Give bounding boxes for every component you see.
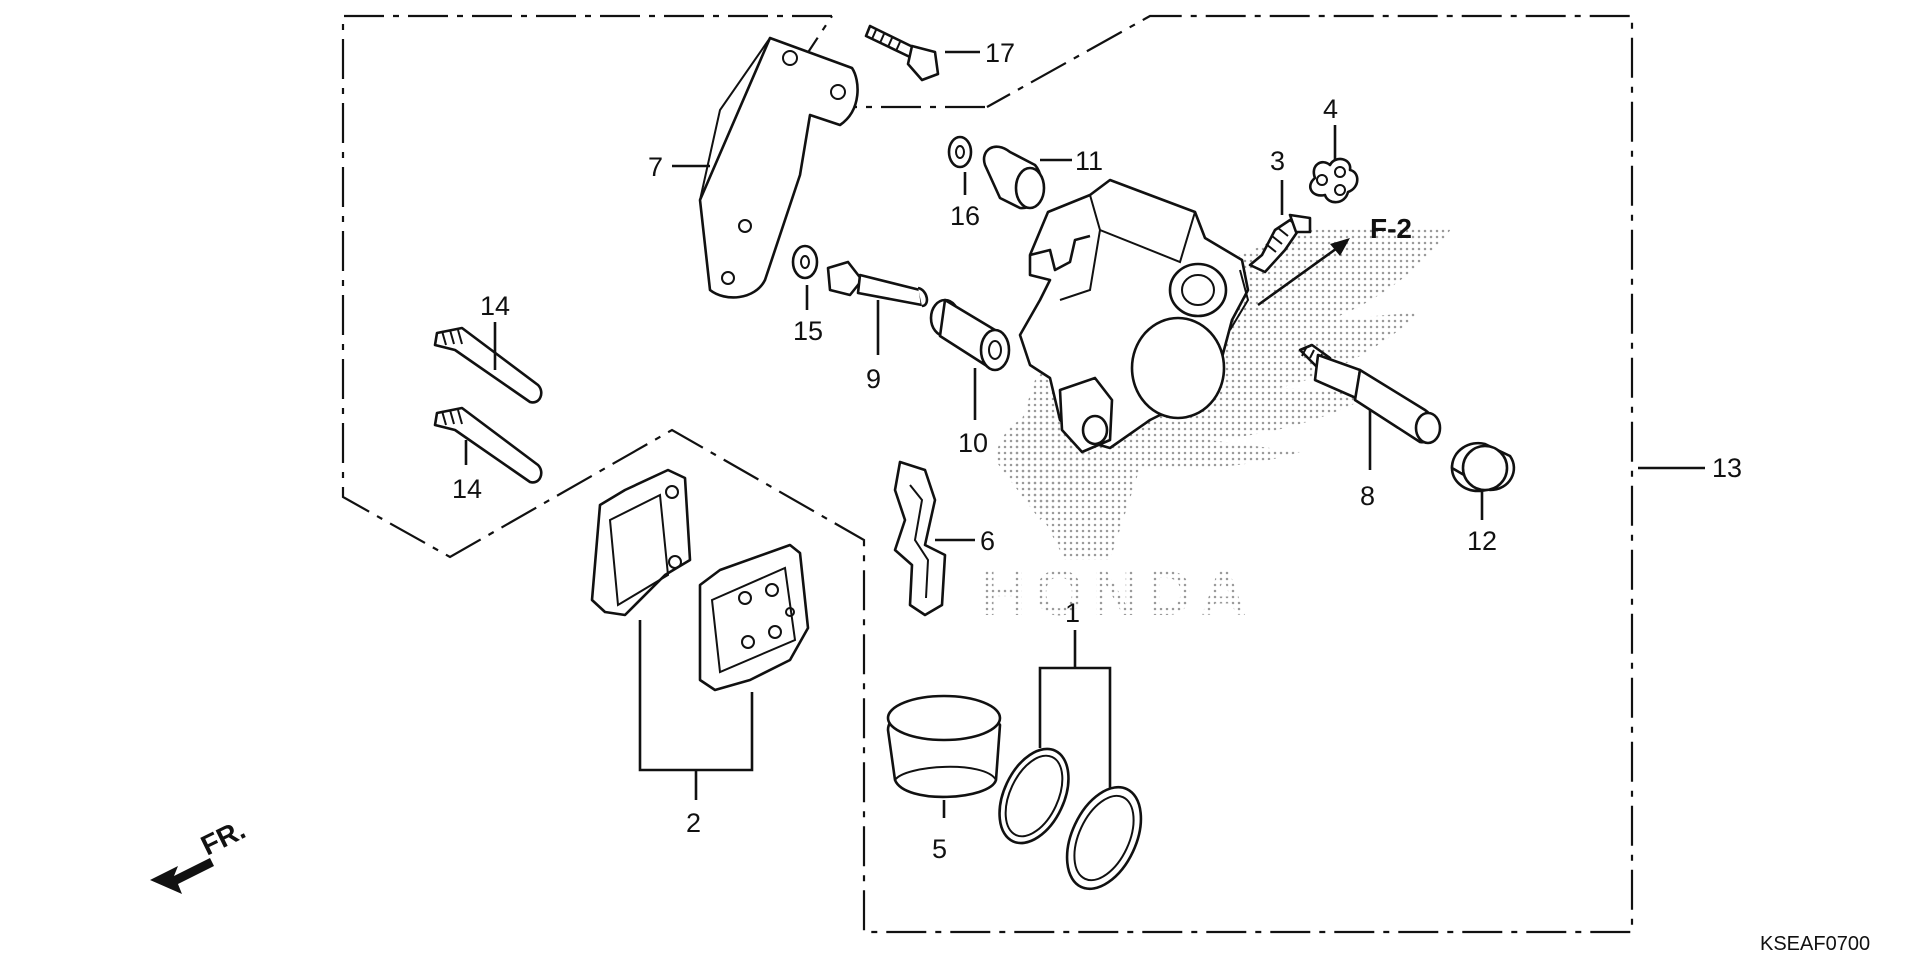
callout-13: 13 (1712, 453, 1742, 483)
reference-f2-label: F-2 (1370, 213, 1412, 244)
callout-2: 2 (686, 808, 701, 838)
callout-16: 16 (950, 201, 980, 231)
diagram-code: KSEAF0700 (1760, 933, 1870, 955)
reference-f2: F-2 (1257, 213, 1412, 307)
caliper-body (1018, 178, 1250, 454)
part-16-washer: 16 (947, 135, 980, 231)
callout-4: 4 (1323, 94, 1338, 124)
part-7-caliper-bracket: 7 (648, 36, 859, 299)
callout-7: 7 (648, 152, 663, 182)
part-11-boot: 11 (982, 145, 1103, 210)
part-6-pad-spring: 6 (893, 460, 995, 617)
part-14-pad-pin-lower: 14 (433, 406, 543, 504)
part-8-caliper-pin: 8 (1298, 343, 1442, 511)
callout-14-lower: 14 (452, 474, 482, 504)
part-9-slide-pin: 9 (826, 260, 929, 394)
callout-8: 8 (1360, 481, 1375, 511)
honda-logo-text: HONDA (980, 557, 1255, 629)
callout-11: 11 (1075, 146, 1103, 176)
front-arrow-icon (150, 858, 214, 894)
callout-9: 9 (866, 364, 881, 394)
part-4-bleeder-cap: 4 (1309, 94, 1359, 204)
part-1-piston-seals: 1 (998, 598, 1143, 891)
callout-5: 5 (932, 834, 947, 864)
part-3-bleeder: 3 (1248, 146, 1312, 274)
callout-3: 3 (1270, 146, 1285, 176)
callout-6: 6 (980, 526, 995, 556)
part-13-caliper-assembly: 13 (1638, 453, 1742, 483)
front-direction-marker: FR. (150, 814, 250, 894)
part-10-pin-boot: 10 (929, 298, 1011, 458)
callout-17: 17 (985, 38, 1015, 68)
callout-12: 12 (1467, 526, 1497, 556)
part-2-brake-pads: 2 (590, 468, 810, 838)
front-label: FR. (196, 814, 250, 862)
part-12-pin-cap: 12 (1450, 441, 1516, 556)
callout-15: 15 (793, 316, 823, 346)
callout-14-upper: 14 (480, 291, 510, 321)
callout-10: 10 (958, 428, 988, 458)
part-14-pad-pin-upper: 14 (433, 291, 543, 404)
part-5-piston: 5 (886, 694, 1002, 864)
part-15-washer: 15 (791, 244, 823, 346)
callout-1: 1 (1065, 598, 1080, 628)
part-17-bolt: 17 (864, 24, 1015, 82)
